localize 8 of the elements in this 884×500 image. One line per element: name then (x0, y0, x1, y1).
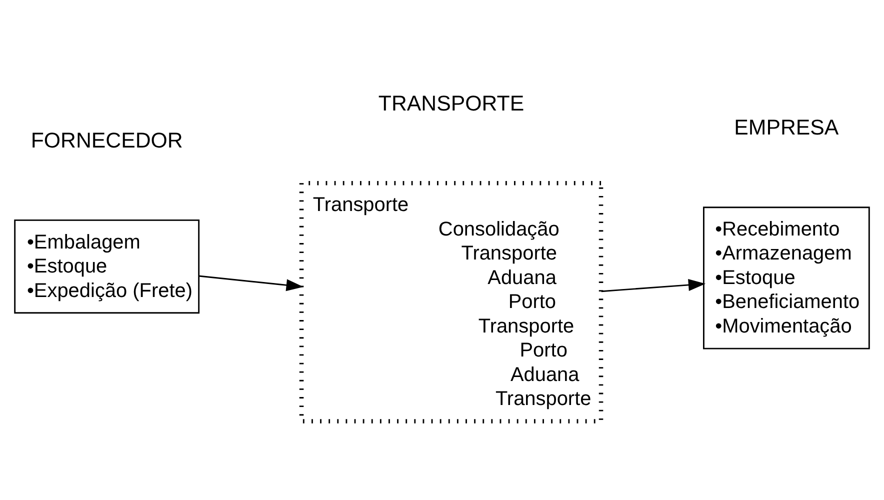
node-box: •Embalagem •Estoque •Expedição (Frete) (14, 218, 200, 314)
label: FORNECEDOR (30, 128, 183, 152)
node-box: •Recebimento •Armazenagem •Estoque •Beneficiamento •Movimentação (703, 206, 870, 349)
label: TRANSPORTE (378, 90, 524, 115)
label: EMPRESA (734, 115, 839, 140)
arrow (601, 278, 706, 292)
arrow (198, 274, 304, 291)
node-box: Transporte Consolidação Transporte Aduana Porto Transporte Porto Aduana Transporte (299, 180, 604, 423)
